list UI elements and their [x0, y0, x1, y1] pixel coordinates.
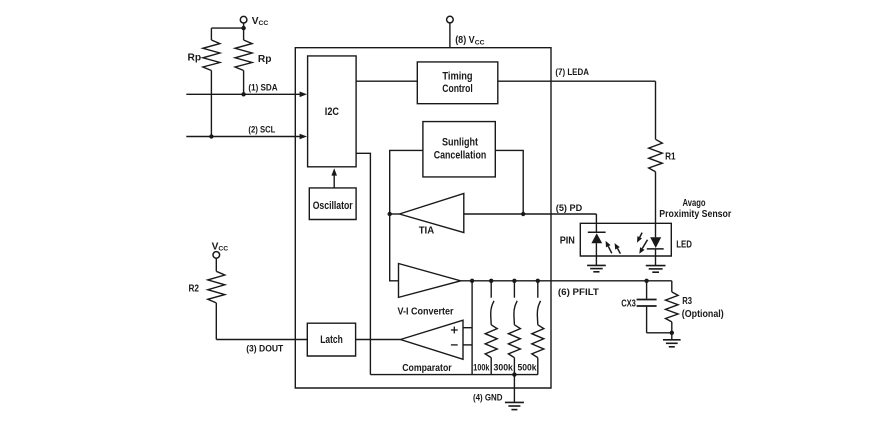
svg-text:Timing: Timing — [442, 71, 472, 83]
svg-text:(4) GND: (4) GND — [473, 393, 503, 404]
svg-text:R2: R2 — [189, 283, 200, 294]
svg-text:500k: 500k — [518, 362, 538, 373]
svg-text:R3: R3 — [682, 296, 692, 307]
svg-text:(6) PFILT: (6) PFILT — [558, 287, 599, 298]
svg-text:Comparator: Comparator — [402, 363, 452, 374]
svg-text:CX3: CX3 — [621, 299, 636, 310]
svg-text:TIA: TIA — [419, 226, 435, 237]
svg-text:(8) VCC: (8) VCC — [455, 35, 484, 46]
svg-text:Proximity Sensor: Proximity Sensor — [659, 209, 731, 220]
svg-text:(7) LEDA: (7) LEDA — [555, 67, 589, 78]
svg-text:(3) DOUT: (3) DOUT — [246, 344, 283, 355]
svg-text:Rp: Rp — [258, 54, 272, 65]
svg-text:(2) SCL: (2) SCL — [248, 125, 275, 136]
svg-text:(5) PD: (5) PD — [556, 203, 582, 214]
svg-text:(1) SDA: (1) SDA — [248, 82, 277, 93]
svg-text:LED: LED — [676, 239, 692, 250]
svg-text:(Optional): (Optional) — [682, 309, 724, 320]
svg-text:VCC: VCC — [252, 16, 269, 27]
svg-text:Control: Control — [442, 83, 472, 95]
svg-text:VCC: VCC — [212, 241, 229, 252]
svg-text:V-I Converter: V-I Converter — [398, 306, 454, 317]
svg-text:Oscillator: Oscillator — [313, 200, 354, 212]
svg-text:Rp: Rp — [188, 53, 202, 64]
svg-text:Latch: Latch — [320, 334, 343, 346]
svg-text:I2C: I2C — [325, 106, 339, 118]
svg-text:PIN: PIN — [560, 235, 575, 246]
svg-text:100k: 100k — [473, 362, 490, 373]
svg-text:Cancellation: Cancellation — [434, 149, 487, 161]
svg-text:Sunlight: Sunlight — [442, 136, 478, 148]
svg-text:R1: R1 — [665, 152, 676, 163]
svg-text:300k: 300k — [494, 362, 514, 373]
svg-text:Avago: Avago — [683, 198, 706, 209]
